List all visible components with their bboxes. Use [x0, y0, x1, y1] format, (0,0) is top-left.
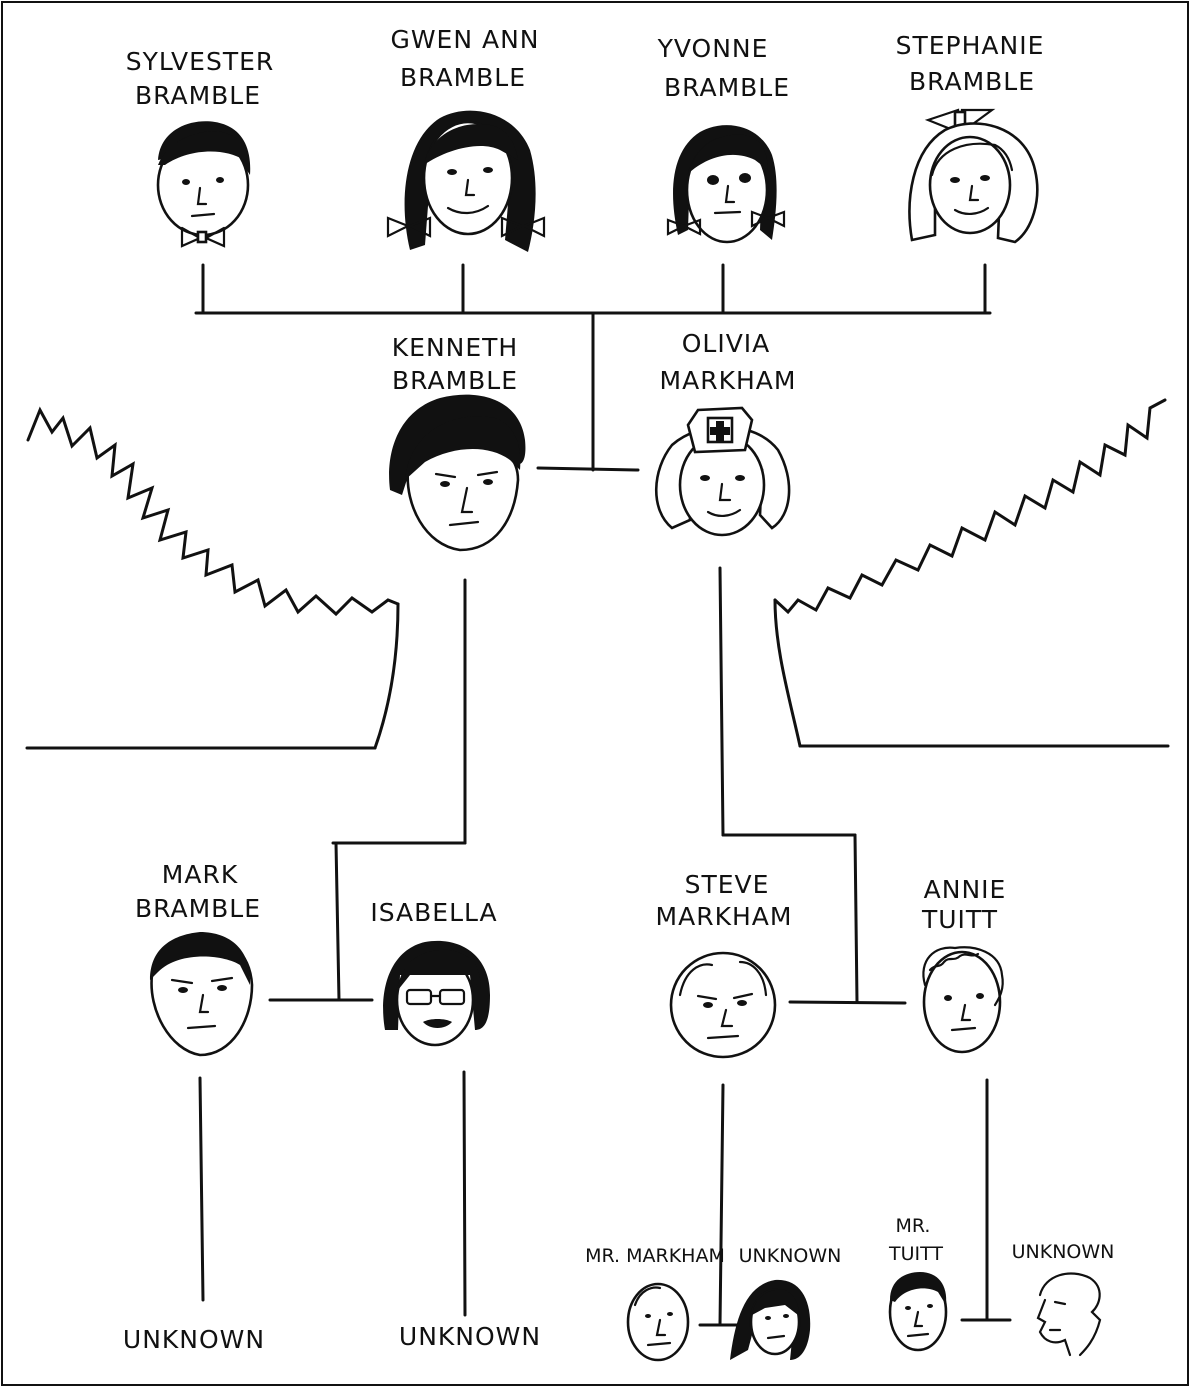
label-isabella: ISABELLA: [370, 898, 497, 927]
connector-steve-annie: [788, 1000, 907, 1005]
label-sylvester-line1: SYLVESTER: [126, 47, 275, 76]
portrait-unknown-spouse-markham: [730, 1279, 811, 1360]
label-unknown-spouse-markham: UNKNOWN: [739, 1245, 842, 1267]
label-steve-line1: STEVE: [685, 870, 770, 899]
label-unknown-isabella: UNKNOWN: [399, 1322, 541, 1351]
label-mr-tuitt-line2: TUITT: [888, 1243, 943, 1265]
connector-isabella-unknown: [462, 1070, 467, 1317]
label-mr-markham: MR. MARKHAM: [585, 1245, 725, 1267]
label-annie-line2: TUITT: [921, 905, 998, 934]
label-yvonne-line1: YVONNE: [657, 34, 769, 63]
label-sylvester-line2: BRAMBLE: [135, 81, 261, 110]
label-mr-tuitt-line1: MR.: [896, 1215, 931, 1237]
label-unknown-mark: UNKNOWN: [123, 1325, 265, 1354]
trunk-right-curve: [773, 598, 802, 748]
connector-kenneth-olivia: [536, 466, 640, 472]
portrait-annie: [922, 946, 1004, 1054]
portrait-steve: [669, 951, 777, 1059]
label-kenneth-line1: KENNETH: [392, 333, 518, 362]
label-kenneth-line2: BRAMBLE: [392, 366, 518, 395]
label-gwen-line2: BRAMBLE: [400, 63, 526, 92]
connector-lines: [25, 263, 1170, 1327]
label-olivia-line1: OLIVIA: [682, 329, 771, 358]
label-mark-line2: BRAMBLE: [135, 894, 261, 923]
portrait-mr-markham: [626, 1282, 690, 1362]
portrait-mark: [150, 932, 254, 1057]
connector-steve-annie-stem: [853, 833, 859, 1004]
portrait-kenneth: [389, 394, 526, 552]
portrait-gwen: [386, 110, 546, 252]
portrait-isabella: [383, 940, 490, 1047]
portrait-olivia: [655, 406, 791, 537]
trunk-left-curve: [373, 602, 400, 750]
label-yvonne-line2: BRAMBLE: [664, 73, 790, 102]
foliage-right: [773, 398, 1167, 615]
label-gwen-line1: GWEN ANN: [390, 25, 539, 54]
connector-steve-parents: [718, 1083, 725, 1327]
connector-mark-isabella-stem: [334, 841, 341, 1002]
portrait-mr-tuitt: [888, 1272, 948, 1352]
connector-olivia-down: [718, 566, 725, 837]
label-annie-line1: ANNIE: [924, 875, 1007, 904]
label-stephanie-line2: BRAMBLE: [909, 67, 1035, 96]
portrait-yvonne: [666, 125, 786, 244]
label-mark-line1: MARK: [162, 860, 238, 889]
portrait-stephanie: [908, 108, 1039, 244]
label-steve-line2: MARKHAM: [656, 902, 793, 931]
label-stephanie-line1: STEPHANIE: [896, 31, 1045, 60]
name-labels: SYLVESTER BRAMBLE GWEN ANN BRAMBLE YVONN…: [123, 25, 1114, 1354]
portrait-sylvester: [156, 121, 251, 248]
foliage-left: [26, 406, 400, 617]
label-olivia-line2: MARKHAM: [660, 366, 797, 395]
label-unknown-spouse-tuitt: UNKNOWN: [1012, 1241, 1115, 1263]
connector-mark-unknown: [198, 1076, 205, 1302]
portrait-unknown-spouse-tuitt: [1036, 1272, 1102, 1357]
